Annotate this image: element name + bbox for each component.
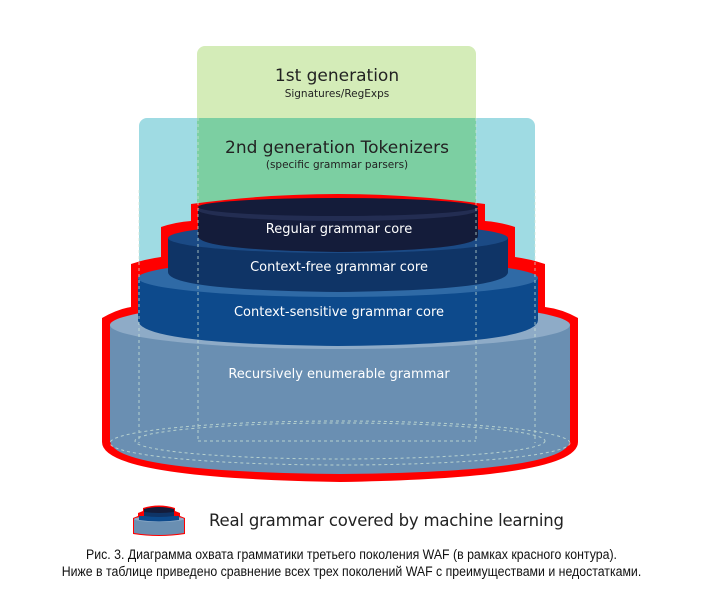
first-generation-subtitle: Signatures/RegExps — [285, 88, 390, 100]
dashed-guides — [109, 118, 571, 466]
legend-label: Real grammar covered by machine learning — [209, 510, 564, 530]
ml-coverage-legend-icon — [133, 505, 185, 536]
tier-label-context-free: Context-free grammar core — [250, 260, 428, 275]
second-generation-subtitle: (specific grammar parsers) — [266, 159, 408, 171]
legend: Real grammar covered by machine learning — [127, 502, 564, 538]
first-generation-title: 1st generation — [275, 66, 399, 86]
caption-line-1: Рис. 3. Диаграмма охвата грамматики трет… — [86, 547, 617, 562]
caption-line-2: Ниже в таблице приведено сравнение всех … — [61, 564, 642, 579]
tier-label-context-sensitive: Context-sensitive grammar core — [234, 305, 444, 320]
figure-caption: Рис. 3. Диаграмма охвата грамматики трет… — [28, 546, 675, 580]
tier-label-recursively-enumerable: Recursively enumerable grammar — [228, 367, 450, 382]
second-generation-title: 2nd generation Tokenizers — [225, 138, 449, 158]
tier-regular — [198, 198, 478, 252]
tier-label-regular: Regular grammar core — [266, 222, 413, 237]
